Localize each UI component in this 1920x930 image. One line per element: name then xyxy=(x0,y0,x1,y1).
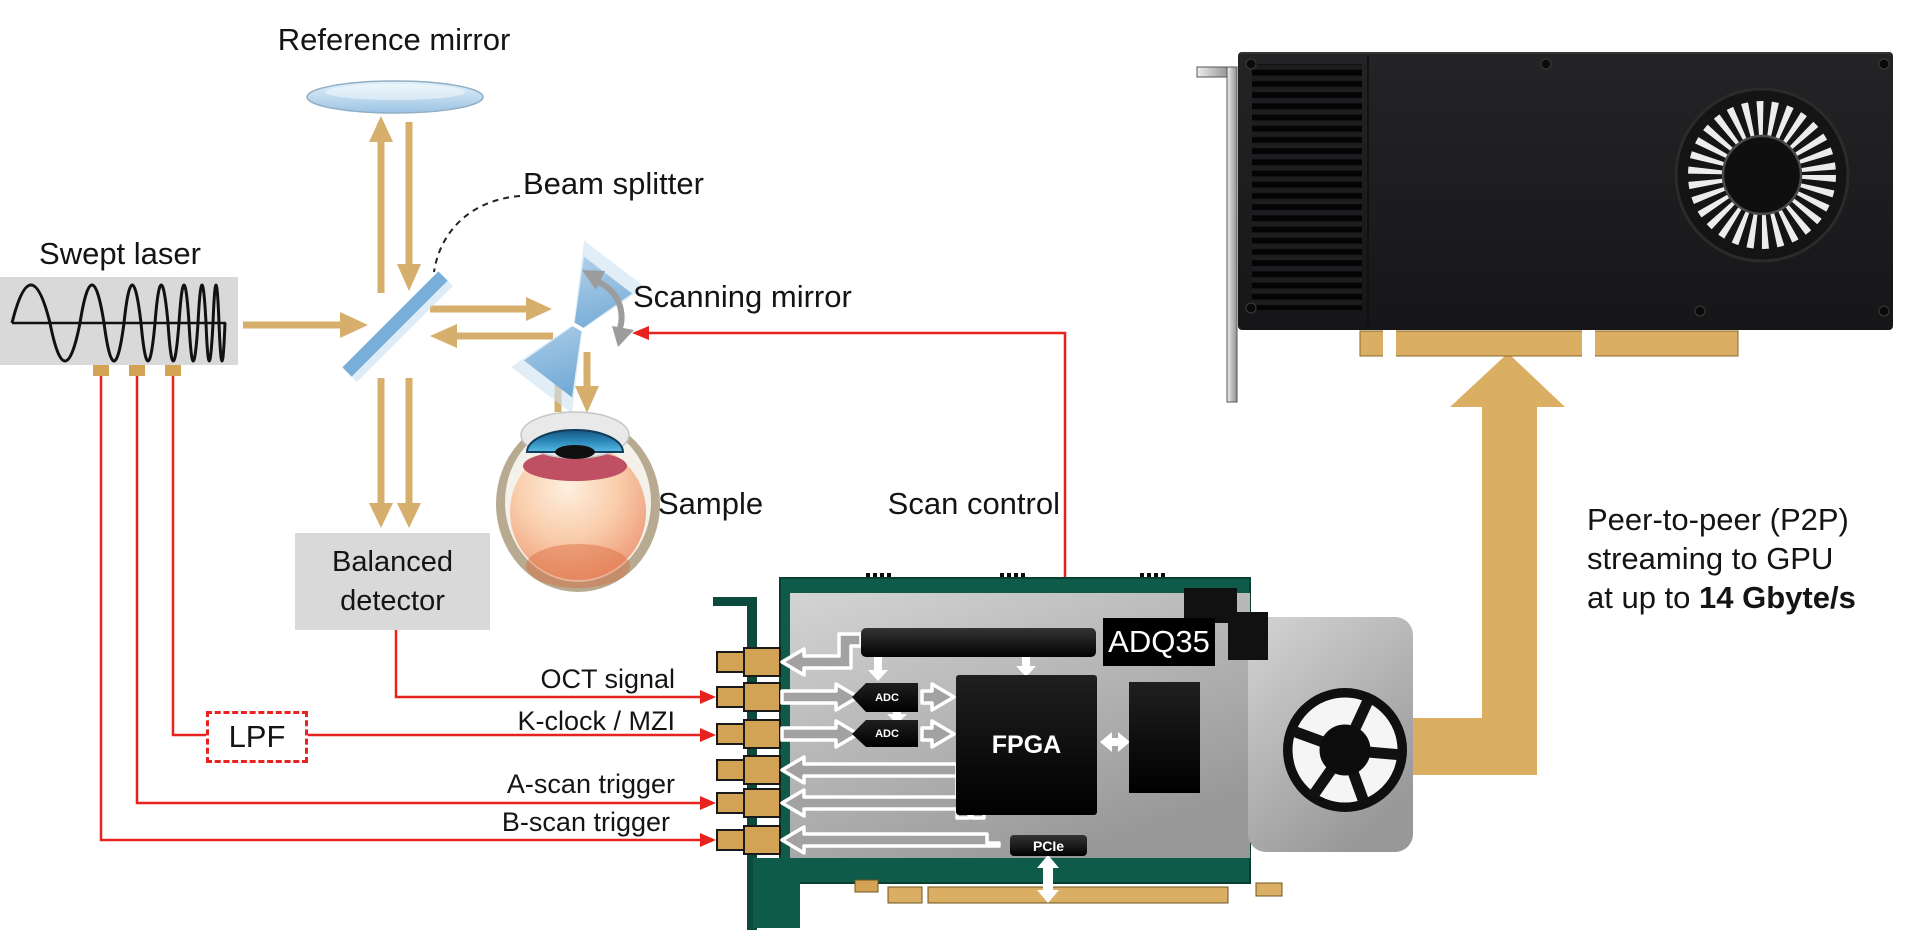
adq35-model-label: ADQ35 xyxy=(1108,624,1210,659)
balanced-detector-line1: Balanced xyxy=(332,546,453,579)
lpf-box: LPF xyxy=(206,711,308,763)
p2p-line3: at up to 14 Gbyte/s xyxy=(1587,580,1856,615)
reference-mirror-label: Reference mirror xyxy=(277,22,511,57)
pcie-chip xyxy=(1010,835,1087,856)
gpu-fan-icon xyxy=(1674,87,1850,263)
adc1-label: ADC xyxy=(875,691,899,704)
signal-lines xyxy=(99,326,1067,847)
adc2-label: ADC xyxy=(875,727,899,740)
lpf-label: LPF xyxy=(228,719,286,754)
scanning-mirror-label: Scanning mirror xyxy=(633,279,852,314)
b-scan-trigger-label: B-scan trigger xyxy=(501,807,670,837)
swept-laser-module xyxy=(0,277,238,376)
laser-output-ports xyxy=(93,365,181,376)
gpu-edge-connector xyxy=(1359,330,1739,357)
chirp-waveform-icon xyxy=(10,283,227,363)
balanced-detector-box: Balanced detector xyxy=(295,533,490,630)
fan-icon xyxy=(1283,688,1407,812)
gpu-vents xyxy=(1252,64,1362,310)
balanced-detector-line2: detector xyxy=(340,584,445,617)
optical-beam-arrows xyxy=(243,116,599,528)
internal-signal-arrows xyxy=(780,632,1001,855)
oct-signal-label: OCT signal xyxy=(540,664,675,694)
digitizer-card-icon xyxy=(713,573,1413,930)
p2p-arrow-icon xyxy=(1413,353,1565,775)
sample-label: Sample xyxy=(658,486,764,521)
beam-splitter-icon xyxy=(342,271,453,382)
fpga-chip xyxy=(956,675,1097,815)
beam-splitter-label: Beam splitter xyxy=(523,166,704,201)
fpga-label: FPGA xyxy=(991,730,1062,759)
adc1-chip xyxy=(852,683,918,712)
memory-chip xyxy=(1129,682,1200,793)
p2p-annotation: Peer-to-peer (P2P) streaming to GPU at u… xyxy=(1587,500,1856,617)
a-scan-trigger-label: A-scan trigger xyxy=(506,769,675,799)
pcie-label: PCIe xyxy=(1032,837,1065,854)
p2p-line1: Peer-to-peer (P2P) xyxy=(1587,502,1849,537)
pcb-edge-ticks xyxy=(866,573,1165,577)
mirror-ellipse-icon xyxy=(306,80,484,114)
swept-laser-label: Swept laser xyxy=(39,236,201,271)
p2p-line2: streaming to GPU xyxy=(1587,541,1834,576)
rotation-arrow-icon xyxy=(582,270,634,347)
sma-connectors xyxy=(716,647,781,855)
p2p-bandwidth-value: 14 Gbyte/s xyxy=(1699,580,1856,615)
scan-control-label: Scan control xyxy=(887,486,1060,521)
eye-sample-icon xyxy=(496,411,660,592)
adc2-chip xyxy=(852,720,918,747)
beam-splitter-leader-line xyxy=(433,195,521,273)
gpu-card-icon xyxy=(1196,52,1893,403)
chip-link-arrows xyxy=(868,657,1130,903)
model-label-plate xyxy=(1103,618,1215,666)
k-clock-label: K-clock / MZI xyxy=(517,706,675,736)
gpu-screws xyxy=(1245,58,1890,317)
heat-pipe-bar xyxy=(861,628,1096,657)
